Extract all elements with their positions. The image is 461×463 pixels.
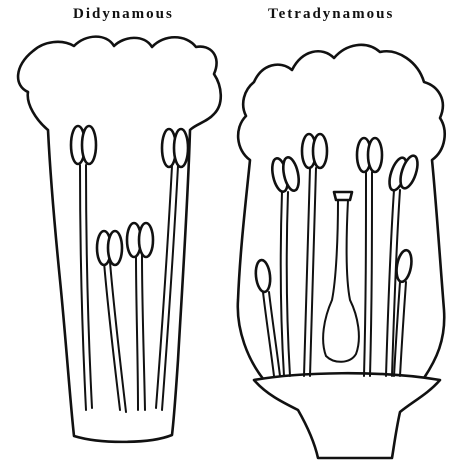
tetradynamous-anther — [386, 154, 421, 193]
didynamous-anther — [127, 223, 153, 257]
tetradynamous-stamen — [357, 138, 382, 376]
didynamous-anther — [71, 126, 96, 164]
tetradynamous-stamen-short — [394, 249, 414, 376]
tetradynamous-stamen-short — [254, 259, 280, 376]
tetradynamous-pistil — [323, 192, 359, 362]
tetradynamous-anther — [302, 134, 327, 168]
tetradynamous-anther — [254, 259, 271, 292]
tetradynamous-anther — [357, 138, 382, 172]
didynamous-anther — [97, 231, 122, 265]
didynamous-stamen-short-right — [127, 223, 153, 410]
didynamous-flower — [18, 37, 221, 442]
didynamous-stamen-short-left — [97, 231, 126, 412]
didynamous-stamen-long-left — [71, 126, 96, 410]
tetradynamous-stamen — [270, 156, 302, 376]
tetradynamous-flower — [238, 45, 445, 458]
tetradynamous-anther — [270, 156, 302, 193]
tetradynamous-calyx — [254, 373, 440, 458]
didynamous-anther — [162, 129, 188, 167]
